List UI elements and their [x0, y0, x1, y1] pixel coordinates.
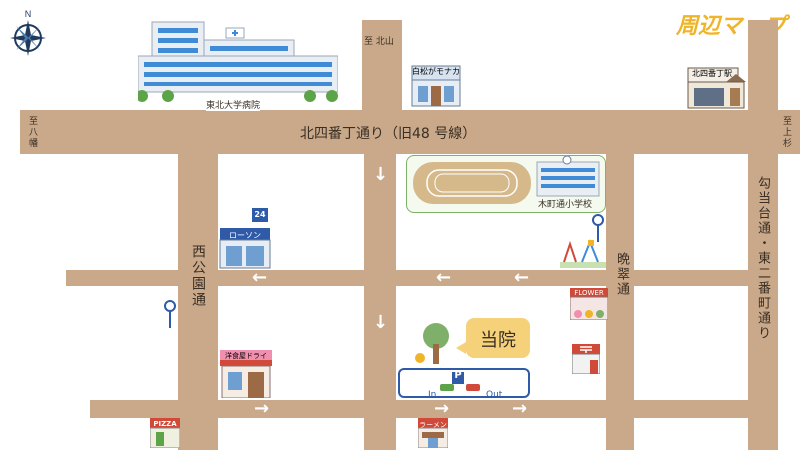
street-label-west: 西公園通: [188, 244, 208, 308]
hospital-building: [136, 16, 339, 106]
oneway-arrow-right-3: →: [512, 398, 528, 419]
flower-shop-label: FLOWER: [574, 289, 604, 297]
oneway-arrow-down-2: ↓: [373, 312, 389, 333]
convenience-store-label: ローソン: [229, 231, 261, 240]
direction-east: 至上杉: [781, 116, 791, 149]
oneway-arrow-left-3: ←: [514, 267, 530, 288]
direction-north: 至 北山: [364, 37, 394, 47]
bus-stop-icon: [164, 300, 176, 328]
parking-symbol: P: [454, 370, 462, 381]
street-label-bansui: 晩翠通: [612, 252, 631, 297]
station-building: [686, 66, 746, 110]
oneway-arrow-right-1: →: [254, 398, 270, 419]
ramen-label: ラーメン: [419, 421, 447, 429]
pizza-building: [149, 418, 181, 449]
clinic-bubble: [466, 318, 530, 358]
road-north: [362, 20, 402, 114]
school-label: 木町通小学校: [538, 200, 593, 210]
confectionery-building: [410, 62, 462, 108]
svg-text:N: N: [25, 9, 32, 19]
clinic-tree-icon: [412, 322, 452, 366]
street-label-main: 北四番丁通り（旧48 号線）: [300, 126, 477, 142]
school-area: [406, 155, 606, 213]
oneway-arrow-right-2: →: [434, 398, 450, 419]
ramen-building: [417, 418, 449, 449]
compass-rose-icon: N: [8, 8, 48, 60]
road-kitayonbancho: [20, 110, 800, 154]
pizza-label: PIZZA: [153, 420, 177, 428]
direction-west: 至八幡: [27, 116, 37, 149]
clinic-label: 当院: [480, 330, 516, 351]
confectionery-label: 白松がモナカ: [412, 67, 460, 76]
dry-cleaner-label: 洋食屋ドライ: [225, 352, 267, 360]
hospital-label: 東北大学病院: [206, 98, 261, 111]
oneway-arrow-left-1: ←: [252, 267, 268, 288]
road-bottom-horizontal: [90, 400, 748, 418]
oneway-arrow-left-2: ←: [436, 267, 452, 288]
road-middle-horizontal: [66, 270, 748, 286]
flower-shop-building: [569, 288, 609, 321]
convenience-store-badge: 24: [254, 210, 266, 219]
convenience-store-building: [218, 208, 272, 270]
parking-in-label: In: [428, 390, 437, 400]
street-label-east: 勾当台通・東二番町通り: [753, 176, 772, 341]
oneway-arrow-down-1: ↓: [373, 164, 389, 185]
clinic-bubble-tail: [456, 342, 466, 354]
bus-stop-icon: [592, 214, 604, 242]
parking-area: [398, 368, 530, 398]
station-label: 北四番丁駅: [692, 69, 732, 78]
playground-icon: [560, 236, 606, 268]
dry-cleaner-building: [220, 350, 272, 399]
parking-out-label: Out: [486, 390, 503, 400]
post-office-icon: [571, 344, 601, 375]
